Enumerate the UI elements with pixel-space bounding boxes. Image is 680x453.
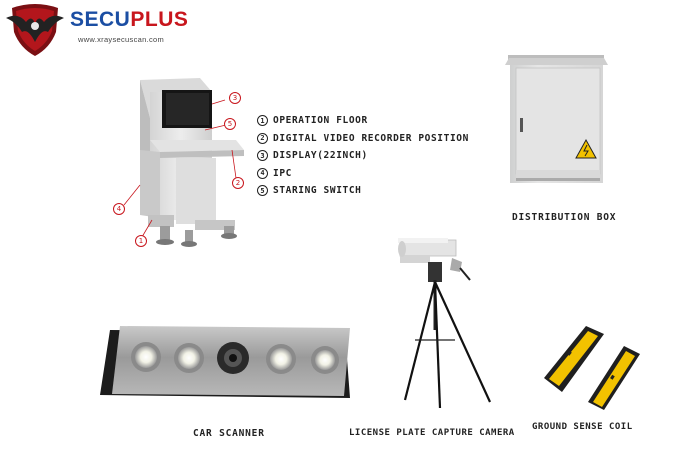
callout-5: 5 [224, 118, 236, 130]
car-scanner [100, 326, 350, 398]
eagle-shield-icon [6, 4, 64, 56]
distribution-box [505, 55, 608, 183]
tripod-camera [398, 238, 491, 409]
brand-url: www.xraysecuscan.com [78, 35, 165, 44]
callout-1: 1 [135, 235, 147, 247]
ground-sense-coil [544, 326, 640, 410]
callout-3: 3 [229, 92, 241, 104]
callout-2: 2 [232, 177, 244, 189]
brand-logo-block: SECUPLUS www.xraysecuscan.com [4, 2, 194, 58]
distribution-box-label: DISTRIBUTION BOX [512, 212, 617, 223]
brand-name: SECUPLUS [70, 8, 189, 31]
callout-4: 4 [113, 203, 125, 215]
operation-console [123, 78, 244, 247]
camera-label: LICENSE PLATE CAPTURE CAMERA [349, 428, 515, 438]
coil-label: GROUND SENSE COIL [532, 422, 633, 432]
car-scanner-label: CAR SCANNER [193, 428, 265, 439]
